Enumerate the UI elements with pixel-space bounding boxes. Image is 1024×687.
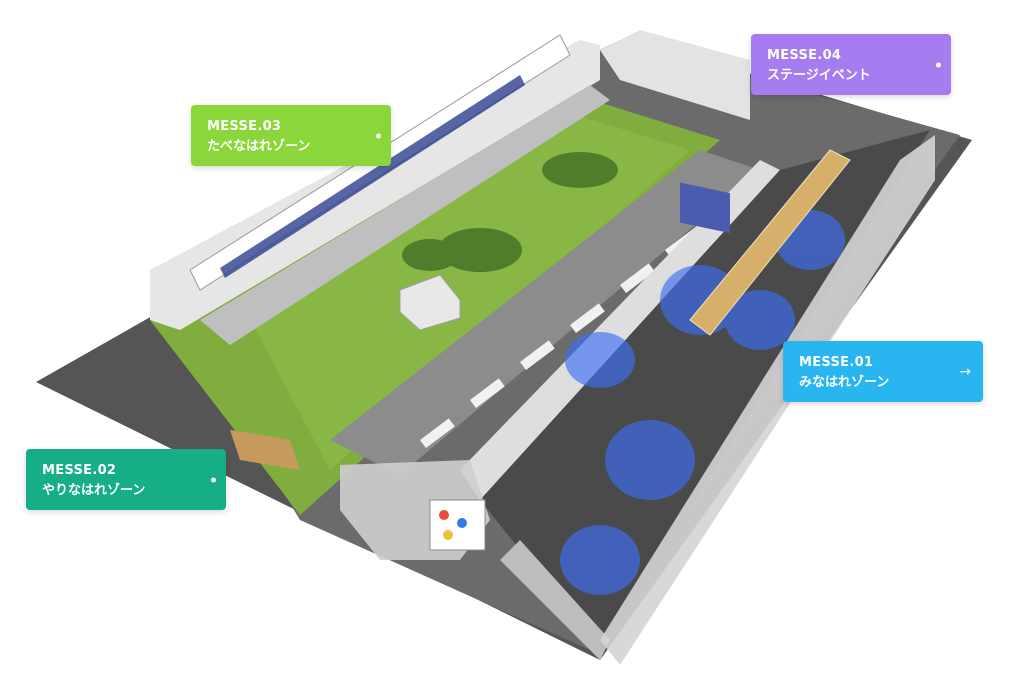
arrow-right-icon: → [959,363,971,380]
dot-icon [211,477,216,482]
zone-name: ステージイベント [767,68,871,83]
perimeter-fence [600,135,935,665]
zone-card-messe-01[interactable]: MESSE.01 みなはれゾーン → [783,341,983,402]
display-counter [689,149,851,336]
booth-wall [460,160,780,500]
food-stall-counter [200,85,610,345]
dot-icon [376,133,381,138]
food-stall-row [150,40,600,330]
zone-code: MESSE.02 [42,463,117,478]
tree-cluster [438,228,522,272]
zone-name: やりなはれゾーン [42,483,146,498]
zone-card-messe-04[interactable]: MESSE.04 ステージイベント [751,34,951,95]
stage-screen [680,182,730,234]
dot-icon [936,62,941,67]
info-signboard-dots [439,510,467,540]
zone-card-messe-02[interactable]: MESSE.02 やりなはれゾーン [26,449,226,510]
tree-cluster [542,152,618,188]
perimeter-fence [500,540,610,660]
zone-code: MESSE.04 [767,48,842,63]
zone-code: MESSE.01 [799,355,874,370]
table-strip [330,150,760,475]
tree-cluster [402,239,458,271]
zone-code: MESSE.03 [207,119,282,134]
stage-area [600,30,750,120]
zone-name: たべなはれゾーン [207,139,311,154]
kiosk-building [399,274,461,331]
truss-banner-text [220,75,525,278]
picnic-booth [230,430,300,470]
zone-card-messe-03[interactable]: MESSE.03 たべなはれゾーン [191,105,391,166]
grass-highlight [240,110,690,470]
zone-name: みなはれゾーン [799,375,890,390]
